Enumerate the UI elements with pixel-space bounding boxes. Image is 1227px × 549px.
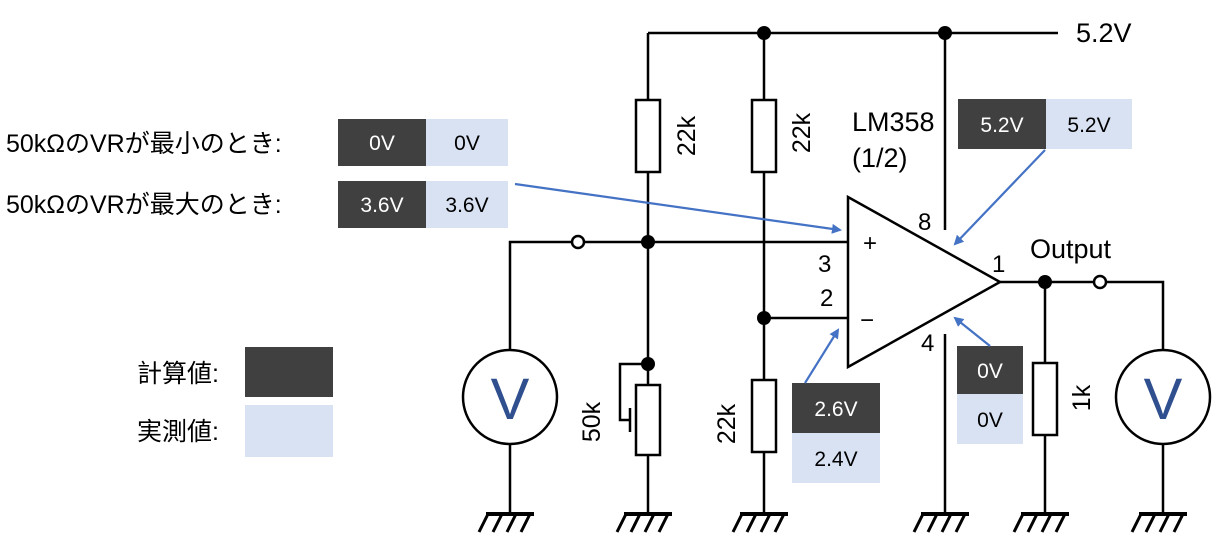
pin2-meas-value: 2.4V xyxy=(814,448,857,471)
resistor-r3 xyxy=(750,378,778,454)
ground-icon xyxy=(731,512,788,533)
output-terminal xyxy=(1092,274,1108,290)
pin4-meas-box xyxy=(957,394,1023,444)
supply-rail xyxy=(646,26,1058,230)
input-terminal xyxy=(570,234,586,250)
arrow-to-pin2 xyxy=(804,328,840,384)
junction-dot xyxy=(938,26,952,40)
vr-max-meas-value: 3.6V xyxy=(445,194,488,217)
resistor-r1-label: 22k xyxy=(673,115,701,156)
legend-meas-label: 実測値: xyxy=(137,418,219,446)
pin-2-label: 2 xyxy=(820,285,833,312)
load-resistor xyxy=(1031,361,1059,437)
vr-max-meas-box xyxy=(426,181,508,228)
middle-divider xyxy=(750,98,778,513)
pin8-meas-box xyxy=(1046,99,1132,149)
resistor-r2 xyxy=(750,98,778,174)
opamp-minus: − xyxy=(860,307,874,334)
opamp-unit: (1/2) xyxy=(852,143,908,173)
pin8-meas-value: 5.2V xyxy=(1067,114,1110,137)
pin2-calc-box xyxy=(792,383,880,433)
resistor-r1 xyxy=(634,98,662,174)
pin-3-label: 3 xyxy=(818,251,831,278)
vr-max-calc-box xyxy=(338,181,426,228)
legend-meas-swatch xyxy=(245,405,333,457)
resistor-r2-label: 22k xyxy=(788,112,816,153)
arrow-to-pin8 xyxy=(953,149,1046,246)
pin-4-label: 4 xyxy=(921,330,934,357)
vr-min-calc-box xyxy=(338,119,426,166)
legend-calc-swatch xyxy=(245,347,333,397)
ground-icon xyxy=(912,512,969,533)
ground-icon xyxy=(477,512,534,533)
voltmeter-right-symbol: V xyxy=(1144,367,1183,432)
opamp-name: LM358 xyxy=(852,107,935,137)
ground-symbols xyxy=(477,512,1187,533)
opamp-plus: + xyxy=(863,230,877,257)
vr-min-label: 50kΩのVRが最小のとき: xyxy=(6,130,282,158)
vr-max-calc-value: 3.6V xyxy=(360,194,403,217)
pin2-calc-value: 2.6V xyxy=(814,398,857,421)
vr-min-meas-value: 0V xyxy=(454,132,480,155)
pin-1-label: 1 xyxy=(992,251,1005,278)
vr-min-meas-box xyxy=(426,119,508,166)
pin8-calc-box xyxy=(958,99,1046,149)
opamp-symbol xyxy=(846,194,1003,370)
vr-min-calc-value: 0V xyxy=(369,132,395,155)
pin4-meas-value: 0V xyxy=(977,409,1003,432)
junction-dot xyxy=(757,26,771,40)
left-divider xyxy=(618,98,662,513)
pin4-calc-value: 0V xyxy=(977,360,1003,383)
output-label: Output xyxy=(1030,234,1112,264)
vr-label: 50k xyxy=(578,401,606,442)
pin4-calc-box xyxy=(957,346,1023,394)
ground-icon xyxy=(1130,512,1187,533)
ground-icon xyxy=(1012,512,1069,533)
pin8-calc-value: 5.2V xyxy=(980,114,1023,137)
resistor-r3-label: 22k xyxy=(713,403,741,444)
supply-voltage-label: 5.2V xyxy=(1076,18,1132,48)
vr-max-label: 50kΩのVRが最大のとき: xyxy=(6,191,282,219)
arrow-to-pin3 xyxy=(514,182,842,234)
pin2-meas-box xyxy=(792,433,880,483)
arrow-to-pin4 xyxy=(953,316,991,347)
ground-icon xyxy=(615,512,672,533)
legend-calc-label: 計算値: xyxy=(137,360,219,388)
variable-resistor xyxy=(634,383,662,457)
voltmeter-left-symbol: V xyxy=(491,367,530,432)
pin-8-label: 8 xyxy=(918,209,931,236)
load-resistor-label: 1k xyxy=(1068,384,1096,411)
